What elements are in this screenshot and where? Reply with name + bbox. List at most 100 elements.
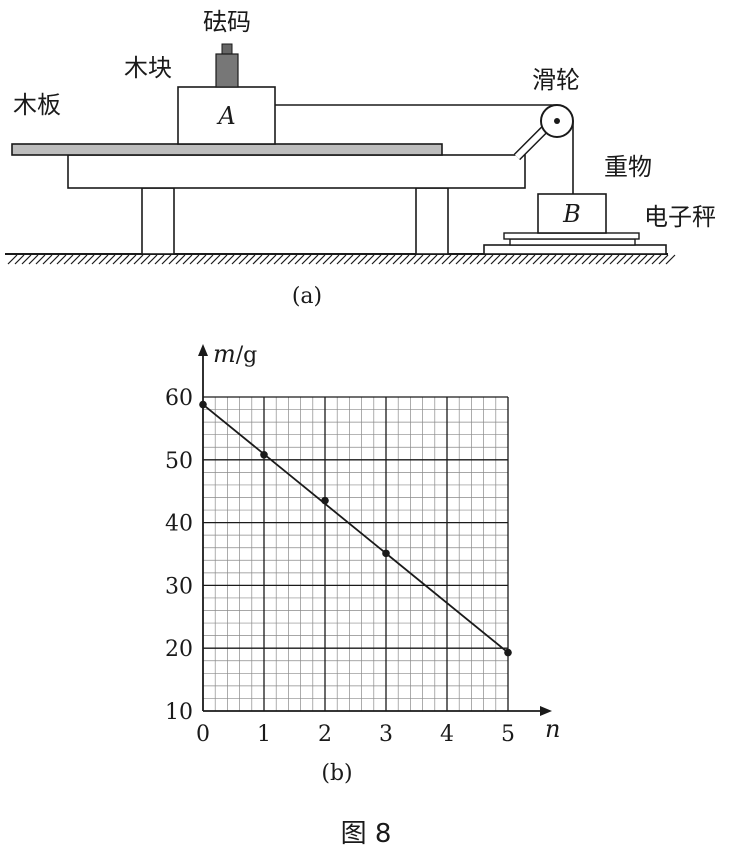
hatch-mark [644,254,655,265]
hatch-mark [140,254,151,265]
hatch-mark [217,254,228,265]
hatch-mark [175,254,186,265]
hatch-mark [553,254,564,265]
label-weight: 砝码 [203,8,251,36]
hatch-mark [287,254,298,265]
hatch-mark [308,254,319,265]
grid-major [203,396,509,711]
hatch-mark [616,254,627,265]
hatch-mark [266,254,277,265]
hatch-mark [189,254,200,265]
x-tick-label: 4 [440,722,454,747]
hatch-mark [147,254,158,265]
pulley-axle [554,118,560,124]
data-points [199,400,512,657]
hatch-mark [35,254,46,265]
block-a-label: A [216,102,235,130]
y-tick-label: 60 [165,386,193,411]
hatch-mark [623,254,634,265]
y-axis-unit: /g [236,343,258,368]
hatch-mark [427,254,438,265]
hatch-mark [350,254,361,265]
hatch-mark [7,254,18,265]
hatch-mark [546,254,557,265]
figure-caption: 图 8 [341,819,392,849]
hatch-mark [21,254,32,265]
hatch-mark [511,254,522,265]
hatch-mark [665,254,676,265]
x-tick-label: 1 [257,722,271,747]
hatch-mark [273,254,284,265]
hatch-mark [588,254,599,265]
block-b [537,193,607,234]
hatch-mark [539,254,550,265]
label-board: 木板 [13,91,61,119]
hatch-mark [413,254,424,265]
hatch-mark [238,254,249,265]
hatch-mark [231,254,242,265]
hatch-mark [210,254,221,265]
table-leg-left [141,187,175,255]
block-a [177,86,276,145]
hatch-mark [532,254,543,265]
hatch-mark [483,254,494,265]
y-tick-label: 10 [165,700,193,725]
data-point [321,496,329,505]
hatch-mark [462,254,473,265]
label-pulley: 滑轮 [532,66,580,94]
y-axis-label: m/g [213,340,257,368]
hatch-mark [119,254,130,265]
hatch-mark [77,254,88,265]
hatch-mark [525,254,536,265]
hatch-mark [126,254,137,265]
hatch-mark [469,254,480,265]
hatch-mark [336,254,347,265]
caption-b: (b) [321,761,352,786]
hatch-mark [133,254,144,265]
hatch-mark [441,254,452,265]
hatch-mark [385,254,396,265]
label-scale: 电子秤 [644,203,716,231]
hatch-mark [245,254,256,265]
hatch-mark [259,254,270,265]
hatch-mark [203,254,214,265]
y-tick-label: 40 [165,512,193,537]
fit-line-group [202,403,509,654]
hatch-mark [490,254,501,265]
hatch-mark [406,254,417,265]
x-axis-label: n [545,715,560,743]
hatch-mark [224,254,235,265]
hatch-mark [455,254,466,265]
hatch-mark [84,254,95,265]
hatch-mark [476,254,487,265]
hatch-mark [448,254,459,265]
axes [198,344,552,716]
hatch-mark [294,254,305,265]
x-tick-label: 3 [379,722,393,747]
hatch-mark [399,254,410,265]
hatch-mark [364,254,375,265]
hatch-mark [182,254,193,265]
hatch-mark [434,254,445,265]
hatch-mark [14,254,25,265]
data-point [504,648,512,657]
y-tick-label: 30 [165,574,193,599]
hatch-mark [567,254,578,265]
scale-base [483,244,667,255]
label-block: 木块 [124,54,172,82]
hatch-mark [91,254,102,265]
hatch-mark [252,254,263,265]
weight-body [215,53,239,88]
wooden-board [11,143,443,156]
hatch-mark [357,254,368,265]
hatch-mark [154,254,165,265]
hatch-mark [322,254,333,265]
table-top [67,154,526,189]
hatch-mark [518,254,529,265]
x-axis-arrow [540,706,552,716]
hatch-mark [196,254,207,265]
y-tick-label: 50 [165,449,193,474]
hatch-mark [658,254,669,265]
